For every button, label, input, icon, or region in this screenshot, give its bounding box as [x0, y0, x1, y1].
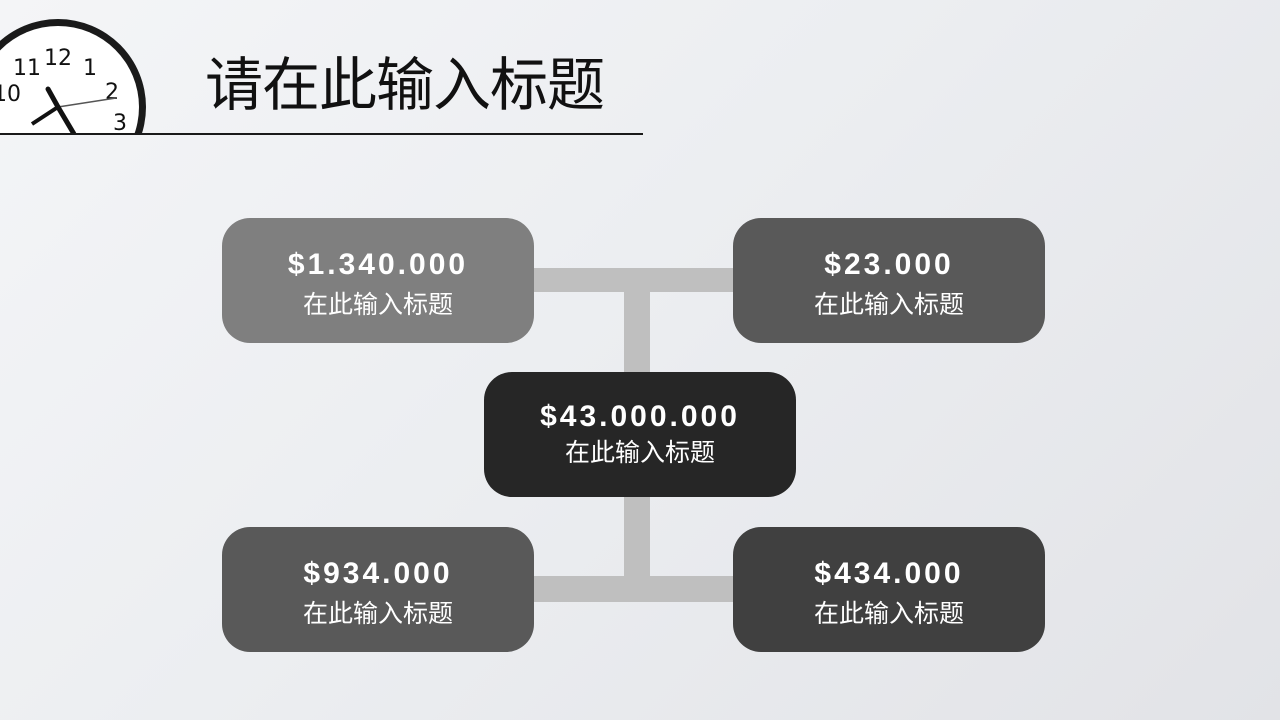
node-center: $43.000.000 在此输入标题	[484, 372, 796, 497]
connector-bottom-horizontal	[530, 576, 736, 602]
clock-tail-hand	[30, 105, 60, 126]
clock-face	[0, 26, 139, 134]
node-bottom-right: $434.000 在此输入标题	[733, 527, 1045, 652]
node-label: 在此输入标题	[813, 599, 964, 628]
clock-numeral-12: 12	[44, 46, 72, 71]
clock-hour-hand	[45, 86, 61, 110]
node-bottom-left: $934.000 在此输入标题	[222, 527, 534, 652]
node-label: 在此输入标题	[302, 599, 453, 628]
clock-numeral-10: 10	[0, 82, 21, 107]
clock-second-hand	[57, 97, 117, 108]
node-top-right: $23.000 在此输入标题	[733, 218, 1045, 343]
node-value: $43.000.000	[540, 400, 740, 433]
node-value: $934.000	[303, 557, 453, 590]
clock-minute-hand	[55, 105, 77, 134]
page-title: 请在此输入标题	[205, 51, 605, 119]
node-value: $23.000	[824, 248, 954, 281]
clock-numeral-2: 2	[105, 80, 119, 105]
clock-numeral-1: 1	[83, 56, 97, 81]
node-value: $434.000	[814, 557, 964, 590]
node-label: 在此输入标题	[302, 290, 453, 319]
clock-numeral-11: 11	[13, 56, 41, 81]
node-label: 在此输入标题	[564, 438, 715, 467]
node-top-left: $1.340.000 在此输入标题	[222, 218, 534, 343]
node-label: 在此输入标题	[813, 290, 964, 319]
clock-icon: 12 1 11 2 10 3	[0, 12, 160, 134]
node-value: $1.340.000	[287, 248, 469, 281]
clock-numeral-3: 3	[113, 111, 127, 134]
title-underline	[0, 133, 643, 135]
clock-graphic: 12 1 11 2 10 3	[0, 19, 146, 134]
